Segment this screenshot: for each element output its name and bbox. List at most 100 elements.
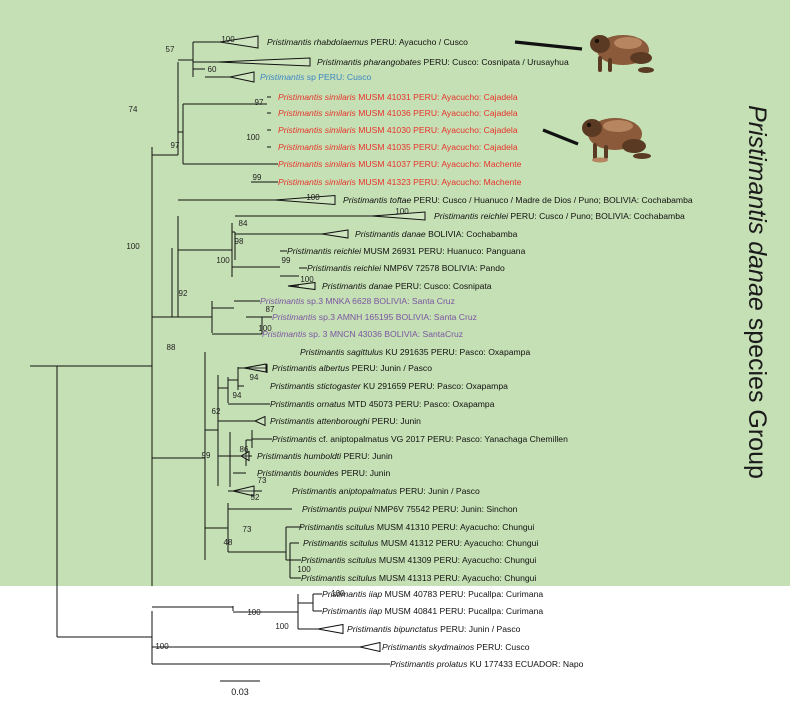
tip-locality-4: MUSM 41036 PERU: Ayacucho: Cajadela [356,108,518,118]
tip-locality-22: PERU: Junin [369,416,421,426]
collapsed-clade-triangle-0 [219,35,259,49]
species-group-label-italic: Pristimantis danae [743,105,771,311]
support-value-29: 99 [202,451,211,460]
tip-species-name-36: Pristimantis prolatus [390,659,468,669]
tip-locality-9: PERU: Cusco / Huanuco / Madre de Dios / … [411,195,693,205]
tip-label-28: Pristimantis scitulus MUSM 41310 PERU: A… [299,522,534,532]
support-value-8: 100 [306,193,320,202]
tip-locality-16: sp.3 AMNH 165195 BOLIVIA: Santa Cruz [316,312,477,322]
tip-locality-36: KU 177433 ECUADOR: Napo [467,659,583,669]
support-value-6: 100 [246,133,260,142]
tip-locality-30: MUSM 41309 PERU: Ayacucho: Chungui [376,555,536,565]
tip-label-20: Pristimantis stictogaster KU 291659 PERU… [270,381,508,391]
tip-locality-24: PERU: Junin [341,451,393,461]
tip-label-7: Pristimantis similaris MUSM 41037 PERU: … [278,159,522,169]
tip-species-name-8: Pristimantis similaris [278,177,357,187]
tip-label-0: Pristimantis rhabdolaemus PERU: Ayacucho… [267,37,468,47]
support-value-30: 100 [247,608,261,617]
tip-locality-17: sp. 3 MNCN 43036 BOLIVIA: SantaCruz [306,329,463,339]
tip-species-name-3: Pristimantis similaris [278,92,357,102]
support-value-28: 100 [297,565,311,574]
tip-species-name-0: Pristimantis rhabdolaemus [267,37,369,47]
support-value-23: 86 [240,445,249,454]
species-group-background [0,0,790,586]
collapsed-clade-triangle-14 [287,281,316,291]
tip-label-2: Pristimantis sp PERU: Cusco [260,72,372,82]
tip-species-name-19: Pristimantis albertus [272,363,350,373]
scale-bar: 0.03 [220,680,260,697]
tip-label-29: Pristimantis scitulus MUSM 41312 PERU: A… [303,538,538,548]
tip-label-23: Pristimantis cf. aniptopalmatus VG 2017 … [272,434,568,444]
tip-locality-0: PERU: Ayacucho / Cusco [368,37,468,47]
species-group-label: Pristimantis danae species Group [743,105,771,479]
tip-locality-14: PERU: Cusco: Cosnipata [393,281,492,291]
tip-locality-6: MUSM 41035 PERU: Ayacucho: Cajadela [356,142,518,152]
tip-locality-28: MUSM 41310 PERU: Ayacucho: Chungui [374,522,534,532]
tip-species-name-24: Pristimantis humboldti [257,451,342,461]
collapsed-clade-triangle-26 [232,485,255,497]
tip-label-26: Pristimantis aniptopalmatus PERU: Junin … [292,486,480,496]
support-value-3: 74 [129,105,138,114]
tip-locality-18: KU 291635 PERU: Pasco: Oxapampa [383,347,530,357]
tip-species-name-31: Pristimantis scitulus [301,573,377,583]
support-value-2: 60 [208,65,217,74]
tip-label-8: Pristimantis similaris MUSM 41323 PERU: … [278,177,522,187]
support-value-33: 100 [331,589,345,598]
tip-locality-5: MUSM 41030 PERU: Ayacucho: Cajadela [356,125,518,135]
tip-label-33: Pristimantis iiap MUSM 40841 PERU: Pucal… [322,606,543,616]
tip-species-name-2: Pristimantis [260,72,305,82]
tip-locality-2: sp PERU: Cusco [304,72,371,82]
tip-label-11: Pristimantis danae BOLIVIA: Cochabamba [355,229,518,239]
tip-label-21: Pristimantis ornatus MTD 45073 PERU: Pas… [270,399,495,409]
tip-locality-11: BOLIVIA: Cochabamba [426,229,518,239]
tip-locality-12: MUSM 26931 PERU: Huanuco: Panguana [361,246,526,256]
tip-locality-20: KU 291659 PERU: Pasco: Oxapampa [361,381,508,391]
tip-label-36: Pristimantis prolatus KU 177433 ECUADOR:… [390,659,584,669]
frog-photo-top [514,35,654,73]
support-value-18: 100 [126,242,140,251]
collapsed-clade-triangle-35 [359,641,381,653]
tip-label-14: Pristimantis danae PERU: Cusco: Cosnipat… [322,281,492,291]
frog-photo-bottom [542,118,651,163]
support-value-22: 62 [212,407,221,416]
tip-species-name-7: Pristimantis similaris [278,159,357,169]
tip-species-name-12: Pristimantis reichlei [287,246,362,256]
tip-species-name-10: Pristimantis reichlei [434,211,509,221]
tip-species-name-9: Pristimantis toftae [343,195,412,205]
tip-label-31: Pristimantis scitulus MUSM 41313 PERU: A… [301,573,536,583]
tip-species-name-13: Pristimantis reichlei [307,263,382,273]
collapsed-clade-triangle-10 [371,211,426,221]
support-value-16: 100 [258,324,272,333]
support-value-32: 100 [155,642,169,651]
tip-locality-7: MUSM 41037 PERU: Ayacucho: Machente [356,159,522,169]
tip-locality-8: MUSM 41323 PERU: Ayacucho: Machente [356,177,522,187]
support-value-17: 92 [179,289,188,298]
tip-label-1: Pristimantis pharangobates PERU: Cusco: … [317,57,569,67]
collapsed-clade-triangle-9 [274,194,336,206]
tip-label-25: Pristimantis bounides PERU: Junin [257,468,390,478]
collapsed-clade-triangle-22 [253,415,266,427]
tip-locality-32: MUSM 40783 PERU: Pucallpa: Curimana [382,589,543,599]
tip-species-name-17: Pristimantis [262,329,307,339]
tip-locality-34: PERU: Junin / Pasco [438,624,521,634]
tip-label-10: Pristimantis reichlei PERU: Cusco / Puno… [434,211,685,221]
tip-species-name-33: Pristimantis iiap [322,606,382,616]
tip-species-name-11: Pristimantis danae [355,229,426,239]
tree-branches [30,41,390,665]
tip-species-name-23: Pristimantis [272,434,317,444]
scale-bar-label: 0.03 [231,687,249,697]
tip-label-5: Pristimantis similaris MUSM 41030 PERU: … [278,125,518,135]
support-value-20: 94 [250,373,259,382]
support-value-11: 98 [235,237,244,246]
tip-label-34: Pristimantis bipunctatus PERU: Junin / P… [347,624,521,634]
tip-label-32: Pristimantis iiap MUSM 40783 PERU: Pucal… [322,589,543,599]
tip-species-name-4: Pristimantis similaris [278,108,357,118]
support-value-5: 97 [171,141,180,150]
tip-locality-10: PERU: Cusco / Puno; BOLIVIA: Cochabamba [508,211,685,221]
support-value-12: 100 [216,256,230,265]
support-value-9: 100 [395,207,409,216]
support-value-4: 97 [255,98,264,107]
